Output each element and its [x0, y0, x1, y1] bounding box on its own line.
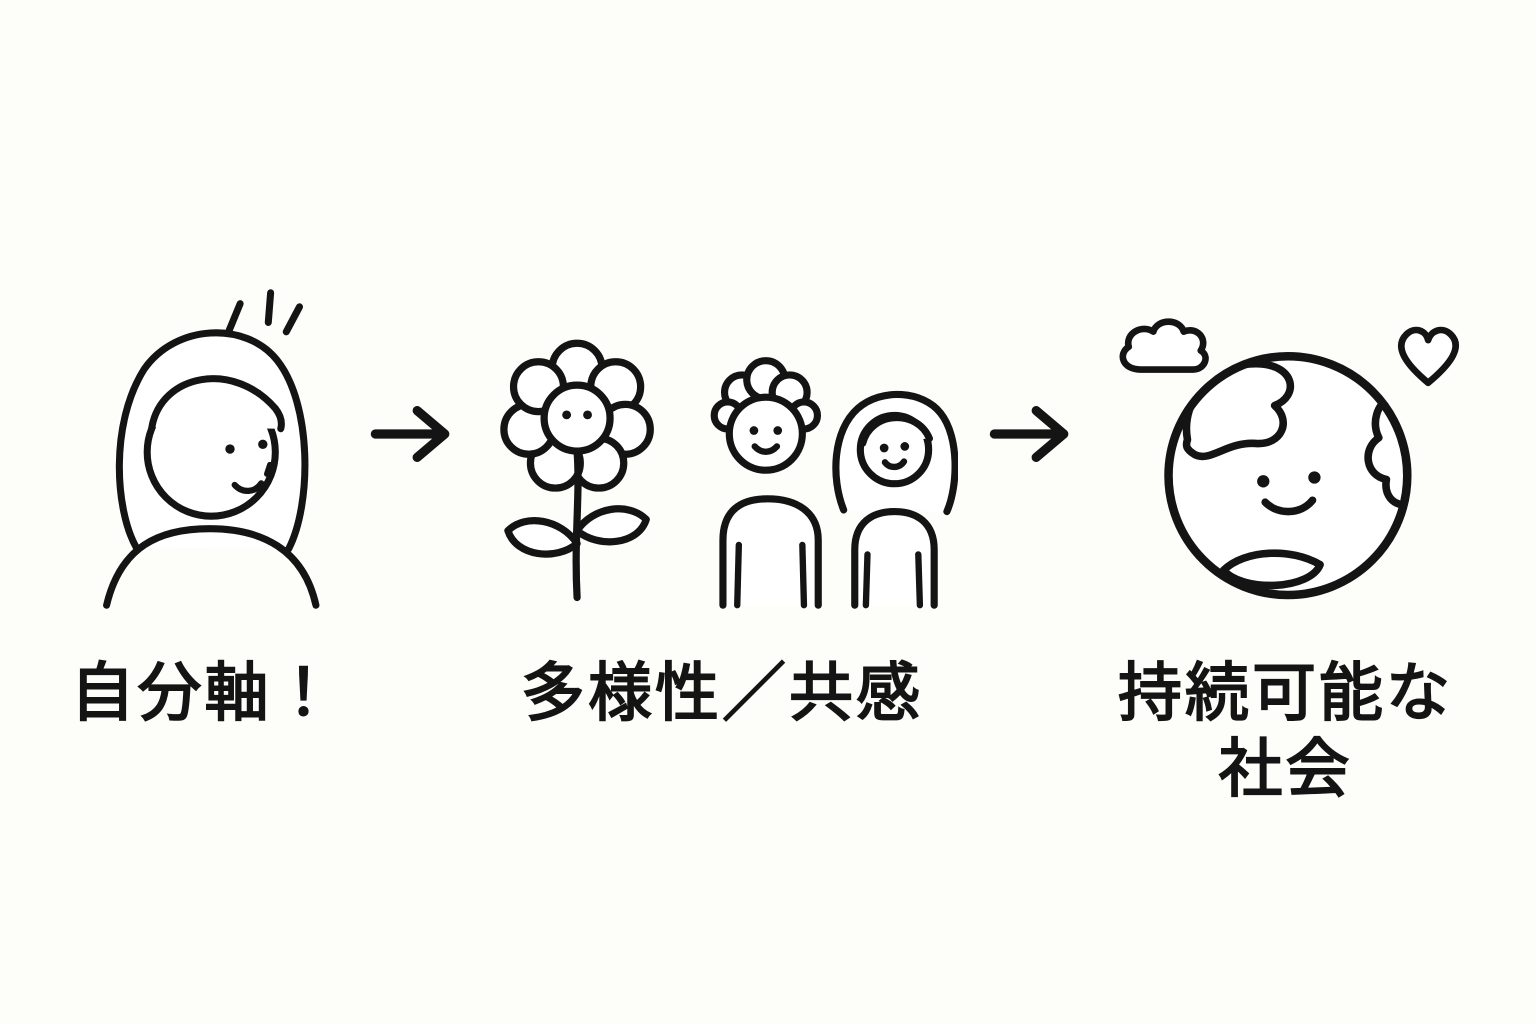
two-friends-icon: [710, 357, 958, 609]
earth-right-eye: [1307, 471, 1321, 484]
stage-diversity-empathy-label: 多様性／共感: [521, 657, 923, 729]
stage-self-axis: 自分軸！: [71, 218, 339, 732]
girl-left-eye: [879, 443, 889, 453]
stem: [572, 447, 582, 602]
boy-right-eye: [772, 426, 782, 435]
earth-smile: [1260, 496, 1316, 516]
woman-with-sparks-icon: [102, 289, 319, 609]
boy-face: [725, 393, 806, 474]
girl-left-arm: [862, 551, 871, 609]
earth-left-eye: [1256, 475, 1269, 488]
heart-icon: [1397, 326, 1459, 386]
stage-sustainable-society-label: 持続可能な 社会: [1118, 656, 1453, 807]
girl-right-arm: [914, 551, 923, 609]
boy-smile: [751, 443, 780, 455]
cloud-icon: [1119, 318, 1209, 373]
right-eye: [257, 439, 267, 450]
right-eye: [582, 410, 592, 420]
boy-torso: [718, 495, 822, 609]
smile: [231, 480, 264, 495]
boy-right-arm: [798, 541, 807, 609]
stage-diversity-empathy-icons: [487, 218, 958, 610]
label-line-2: 社会: [1218, 732, 1353, 805]
stage-self-axis-icons: [80, 218, 330, 610]
boy-left-arm: [733, 541, 742, 609]
girl-smile: [881, 458, 907, 471]
boy-left-eye: [749, 426, 758, 435]
shoulders: [102, 525, 319, 609]
right-leaf: [572, 505, 650, 546]
label-line-1: 持続可能な: [1118, 657, 1453, 729]
spark-lines-icon: [225, 289, 303, 336]
left-eye: [561, 410, 571, 420]
stage-self-axis-label: 自分軸！: [70, 657, 339, 729]
right-arrow-icon: [370, 405, 449, 463]
stage-diversity-empathy: 多様性／共感: [487, 218, 958, 732]
fringe: [147, 375, 285, 433]
girl-fringe: [858, 413, 933, 447]
right-arrow-icon: [989, 405, 1068, 463]
left-eye: [224, 444, 235, 454]
arrow-1: [367, 388, 459, 480]
smiling-flower-icon: [499, 340, 654, 602]
globe: [1163, 351, 1412, 600]
smiling-earth-icon: [1119, 318, 1459, 600]
left-leaf: [503, 517, 581, 559]
girl-right-eye: [899, 442, 909, 451]
arrow-2: [986, 388, 1078, 480]
girl-torso: [850, 507, 938, 609]
stage-sustainable-society-icons: [1106, 218, 1466, 610]
nose: [263, 461, 273, 477]
stage-sustainable-society: 持続可能な 社会: [1106, 218, 1466, 807]
flower-center-face: [539, 381, 614, 456]
